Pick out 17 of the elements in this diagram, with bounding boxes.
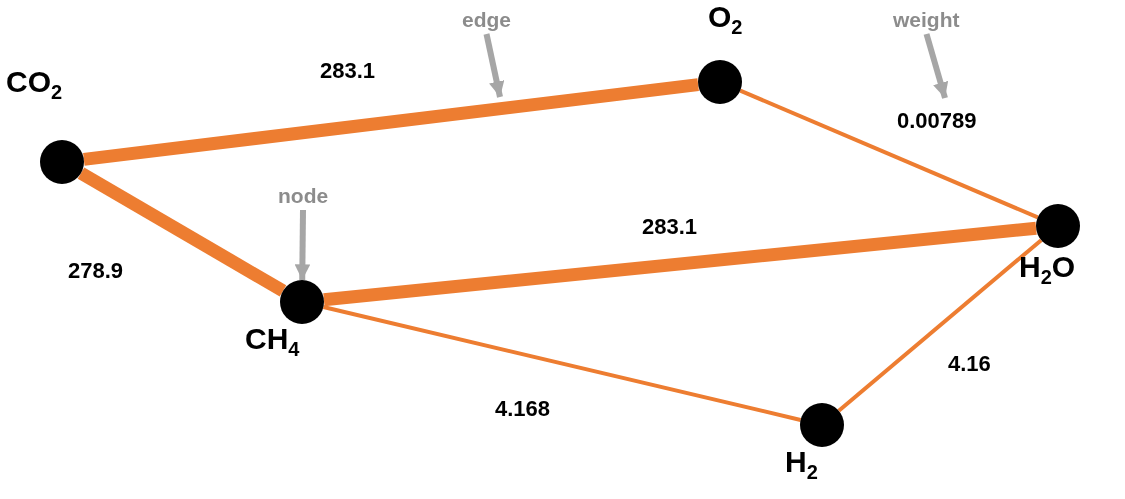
edge-line xyxy=(323,221,1037,307)
annotation-text: edge xyxy=(462,8,511,32)
node-label: CO$_{2}$ xyxy=(6,65,63,104)
node-label: O$_{2}$ xyxy=(708,0,743,39)
leader-arrow xyxy=(294,209,311,281)
leader-arrow xyxy=(923,33,949,99)
node-label: CH$_{4}$ xyxy=(245,322,300,361)
edge-line xyxy=(837,238,1043,413)
edge-line xyxy=(322,305,802,422)
edge-line xyxy=(739,88,1039,220)
edge-line xyxy=(83,78,699,166)
leader-arrow xyxy=(483,33,505,98)
edge-line xyxy=(77,167,287,297)
node-label: H$_{2}$O xyxy=(1019,250,1076,289)
annotation-text: weight xyxy=(893,8,960,32)
node-label: H$_{2}$ xyxy=(785,445,818,484)
annotation-text: node xyxy=(278,184,329,208)
